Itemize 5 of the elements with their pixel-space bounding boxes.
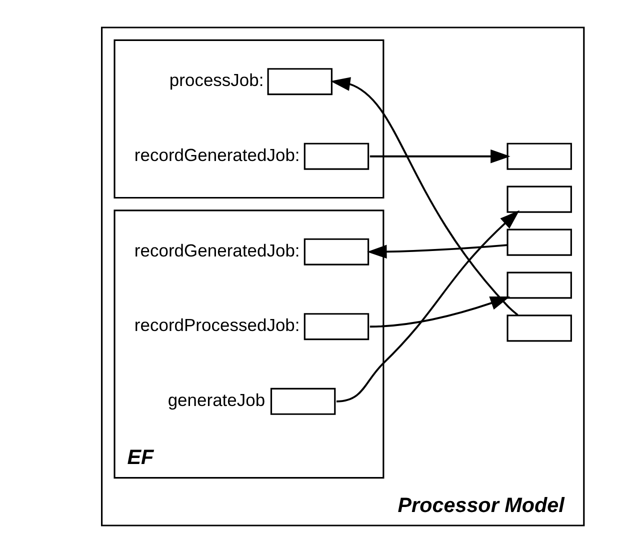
node-label: processJob: (169, 70, 264, 90)
node-label: recordGeneratedJob: (134, 240, 300, 260)
node-label: recordGeneratedJob: (134, 144, 300, 165)
node-label: generateJob (168, 390, 266, 410)
node-label: recordProcessedJob: (134, 315, 300, 336)
